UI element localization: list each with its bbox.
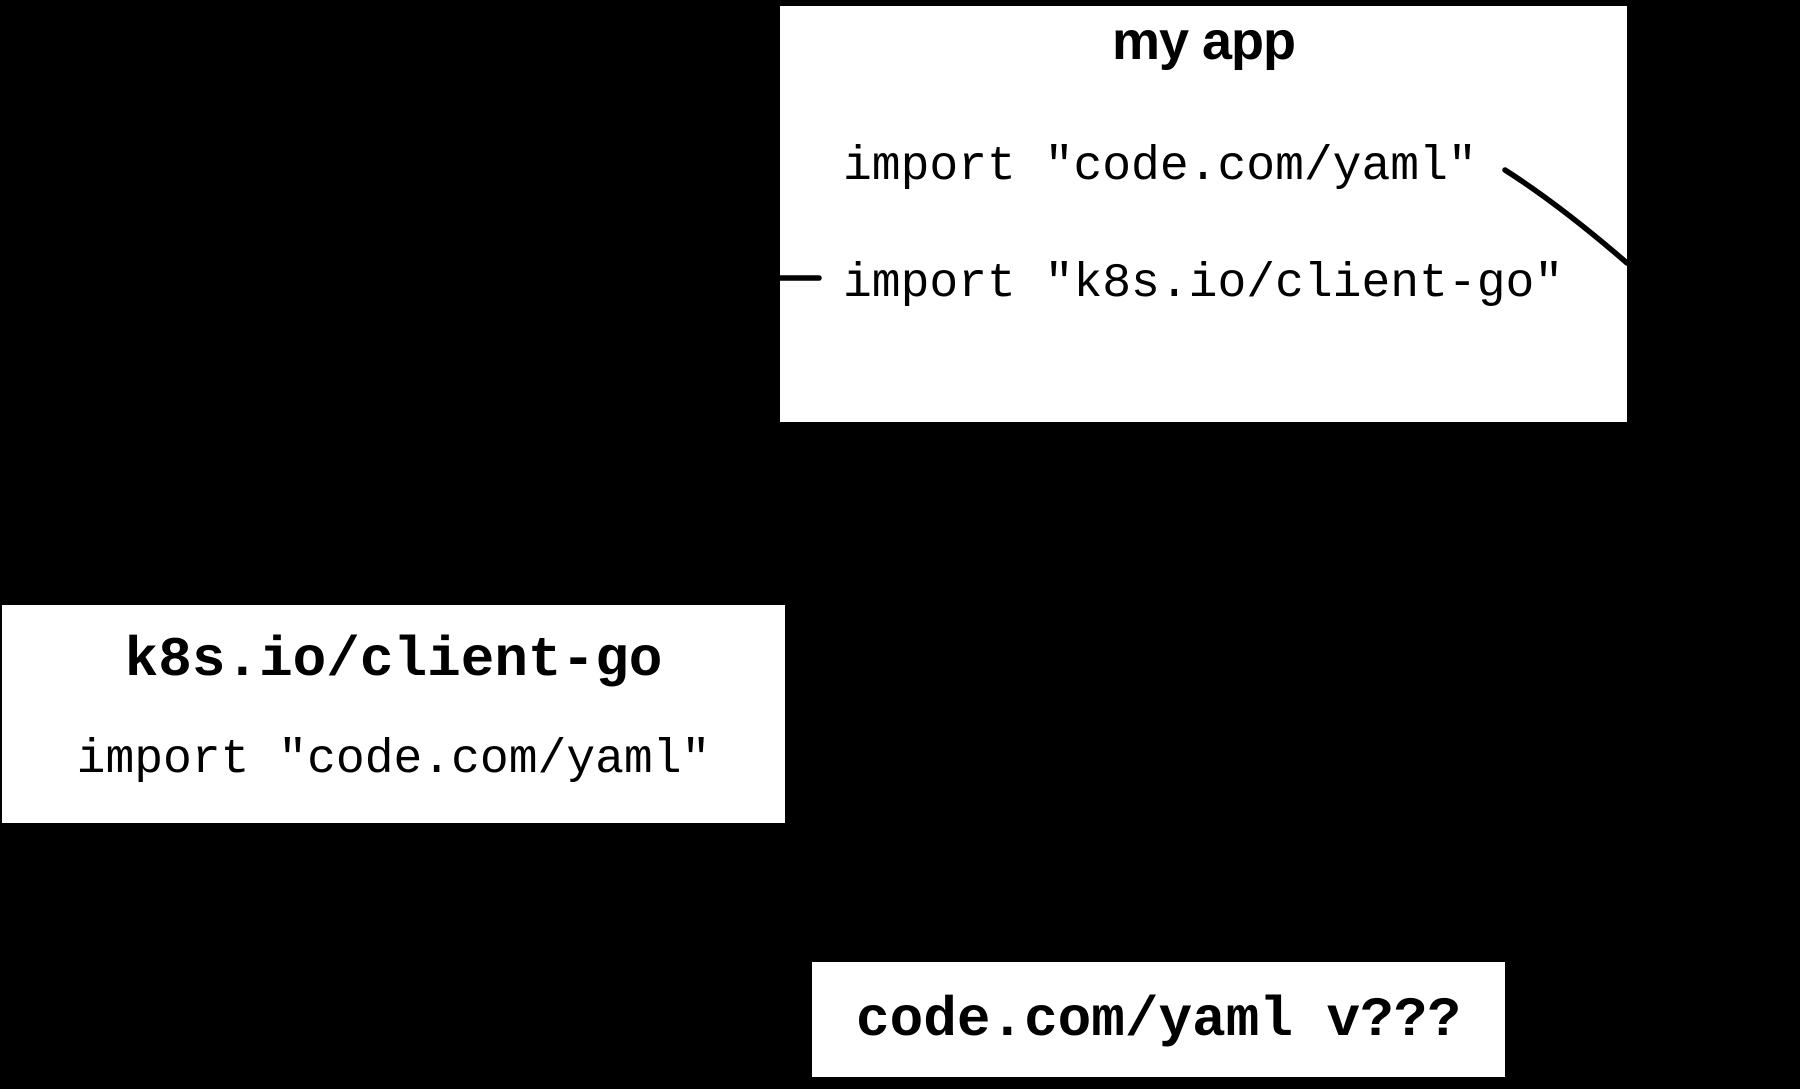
node-yaml: code.com/yaml v??? xyxy=(812,962,1505,1077)
my-app-import-yaml: import "code.com/yaml" xyxy=(843,140,1477,194)
node-my-app-title: my app xyxy=(1111,11,1296,71)
my-app-import-client-go: import "k8s.io/client-go" xyxy=(843,257,1564,311)
node-my-app: my app import "code.com/yaml" import "k8… xyxy=(780,6,1627,422)
client-go-import-yaml: import "code.com/yaml" xyxy=(76,733,711,787)
node-client-go: k8s.io/client-go import "code.com/yaml" xyxy=(2,605,785,823)
node-client-go-title: k8s.io/client-go xyxy=(124,628,663,692)
node-yaml-title: code.com/yaml v??? xyxy=(856,987,1461,1052)
